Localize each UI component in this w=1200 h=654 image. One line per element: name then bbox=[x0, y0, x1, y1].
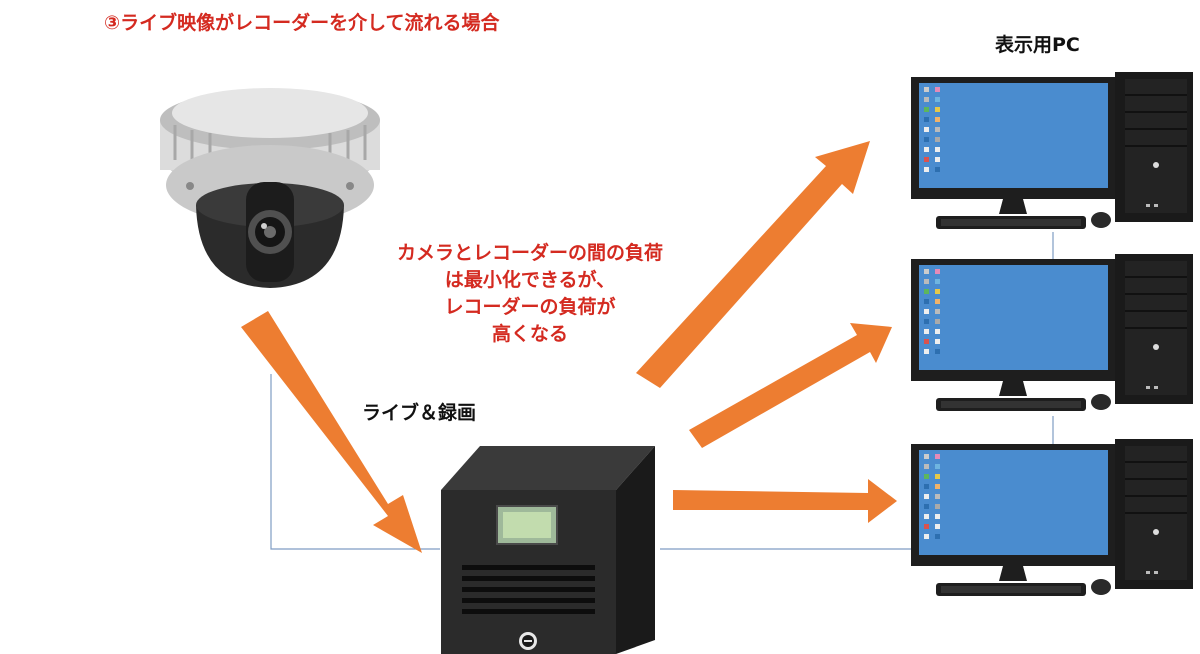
recorder-label: ライブ＆録画 bbox=[362, 402, 477, 424]
load-note-line: レコーダーの負荷が bbox=[444, 296, 616, 318]
load-note: カメラとレコーダーの間の負荷 は最小化できるが、 レコーダーの負荷が 高くなる bbox=[360, 240, 700, 348]
arrow-recorder-to-pc3 bbox=[673, 479, 897, 523]
arrow-recorder-to-pc2 bbox=[689, 323, 892, 448]
load-note-line: 高くなる bbox=[491, 323, 568, 345]
load-note-line: は最小化できるが、 bbox=[444, 269, 616, 291]
arrow-camera-to-recorder bbox=[241, 311, 422, 553]
arrow-recorder-to-pc1 bbox=[636, 141, 870, 388]
diagram-title: ③ライブ映像がレコーダーを介して流れる場合 bbox=[104, 12, 500, 34]
load-note-line: カメラとレコーダーの間の負荷 bbox=[396, 242, 663, 264]
display-pc-label: 表示用PC bbox=[995, 34, 1080, 56]
